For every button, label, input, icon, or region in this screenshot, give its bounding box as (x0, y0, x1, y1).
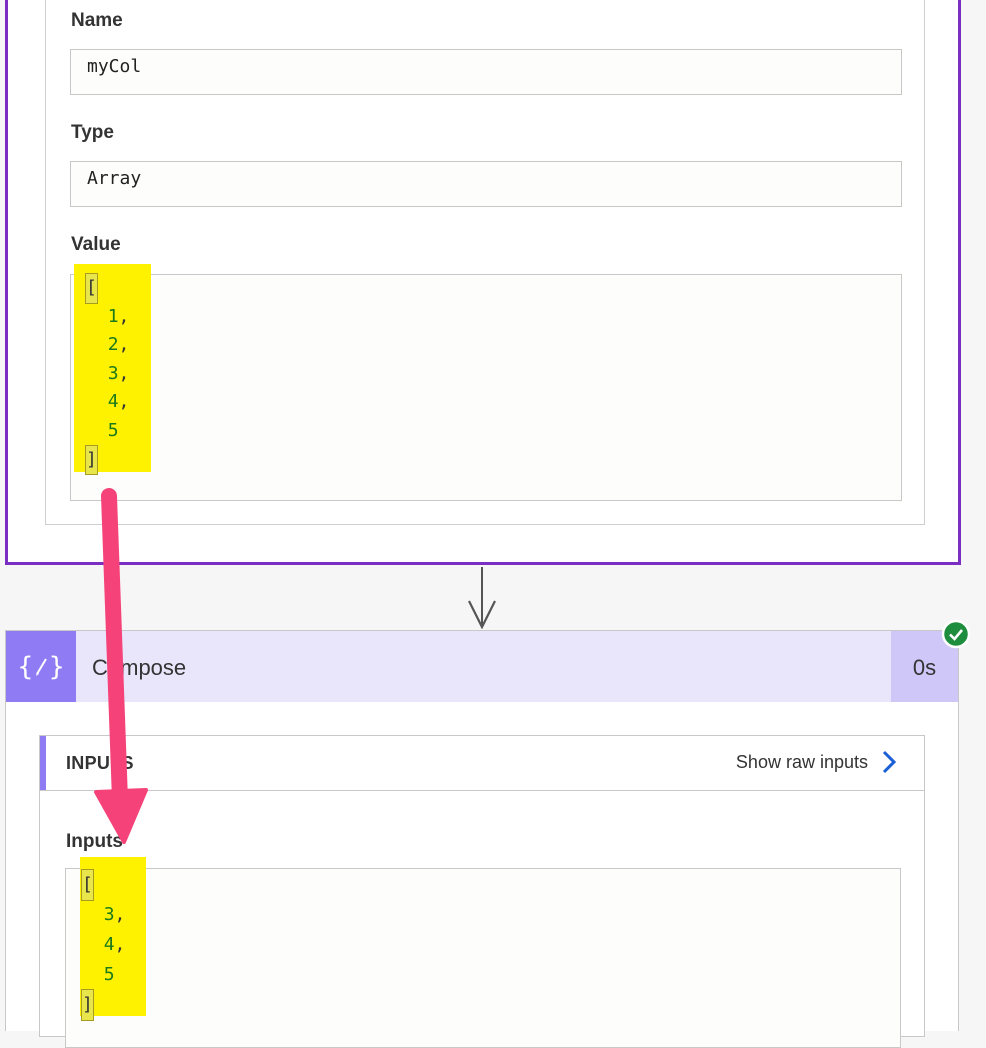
open-bracket: [ (85, 273, 98, 304)
check-circle-icon (941, 619, 971, 649)
code-line: 1, (107, 305, 130, 327)
array-value: 5 (107, 419, 119, 441)
array-value: 3 (107, 362, 119, 384)
code-line: [ (81, 869, 125, 901)
arrow-down-icon (468, 600, 496, 629)
inputs-field[interactable] (65, 868, 901, 1048)
code-line: ] (81, 989, 125, 1021)
type-label: Type (71, 122, 114, 143)
inputs-accent-bar (40, 736, 46, 790)
code-line: 4, (107, 391, 130, 413)
name-label: Name (71, 10, 123, 31)
array-value: 5 (103, 964, 115, 985)
name-field[interactable]: myCol (70, 49, 902, 95)
compose-header[interactable]: { } Compose 0s (6, 631, 958, 702)
code-line: [ (85, 273, 129, 304)
duration-badge: 0s (891, 631, 958, 702)
compose-icon-tile: { } (6, 631, 76, 702)
type-value: Array (87, 168, 142, 189)
inputs-section-title: INPUTS (66, 753, 134, 773)
type-field[interactable]: Array (70, 161, 902, 207)
compose-card: { } Compose 0s INPUTS Show raw inputs In… (5, 630, 959, 1048)
close-bracket: ] (85, 444, 98, 476)
code-line: 5 (82, 960, 125, 990)
close-bracket: ] (81, 989, 94, 1021)
inputs-code: [ 3, 4, 5 ] (81, 869, 126, 1021)
initialize-variable-card: Name myCol Type Array Value [ 1, 2, 3, 4… (5, 0, 961, 565)
inputs-header: INPUTS Show raw inputs (40, 736, 924, 791)
array-value: 2 (107, 334, 119, 356)
array-value: 1 (107, 305, 119, 327)
inputs-panel: INPUTS Show raw inputs Inputs [ 3, 4, 5 … (39, 735, 925, 1048)
chevron-right-icon (882, 750, 896, 774)
array-value: 3 (103, 904, 115, 925)
code-line: ] (85, 444, 129, 476)
variable-details-panel: Name myCol Type Array Value [ 1, 2, 3, 4… (45, 0, 925, 525)
value-code: [ 1, 2, 3, 4, 5 ] (85, 273, 130, 476)
show-raw-inputs-label: Show raw inputs (735, 751, 868, 772)
array-value: 4 (103, 934, 115, 955)
inputs-label: Inputs (66, 831, 123, 852)
value-label: Value (71, 234, 121, 255)
name-value: myCol (87, 56, 142, 77)
value-field[interactable] (70, 274, 902, 501)
array-value: 4 (107, 391, 119, 413)
code-line: 2, (107, 334, 130, 356)
show-raw-inputs-button[interactable]: Show raw inputs (736, 750, 896, 774)
open-bracket: [ (81, 869, 94, 901)
code-line: 5 (86, 417, 129, 446)
compose-title: Compose (92, 655, 187, 680)
curly-braces-pencil-icon: { } (18, 652, 65, 682)
code-line: 3, (107, 362, 130, 384)
code-line: 3, (103, 904, 126, 925)
flow-connector (481, 567, 483, 625)
code-line: 4, (103, 934, 126, 955)
duration-text: 0s (912, 655, 937, 680)
